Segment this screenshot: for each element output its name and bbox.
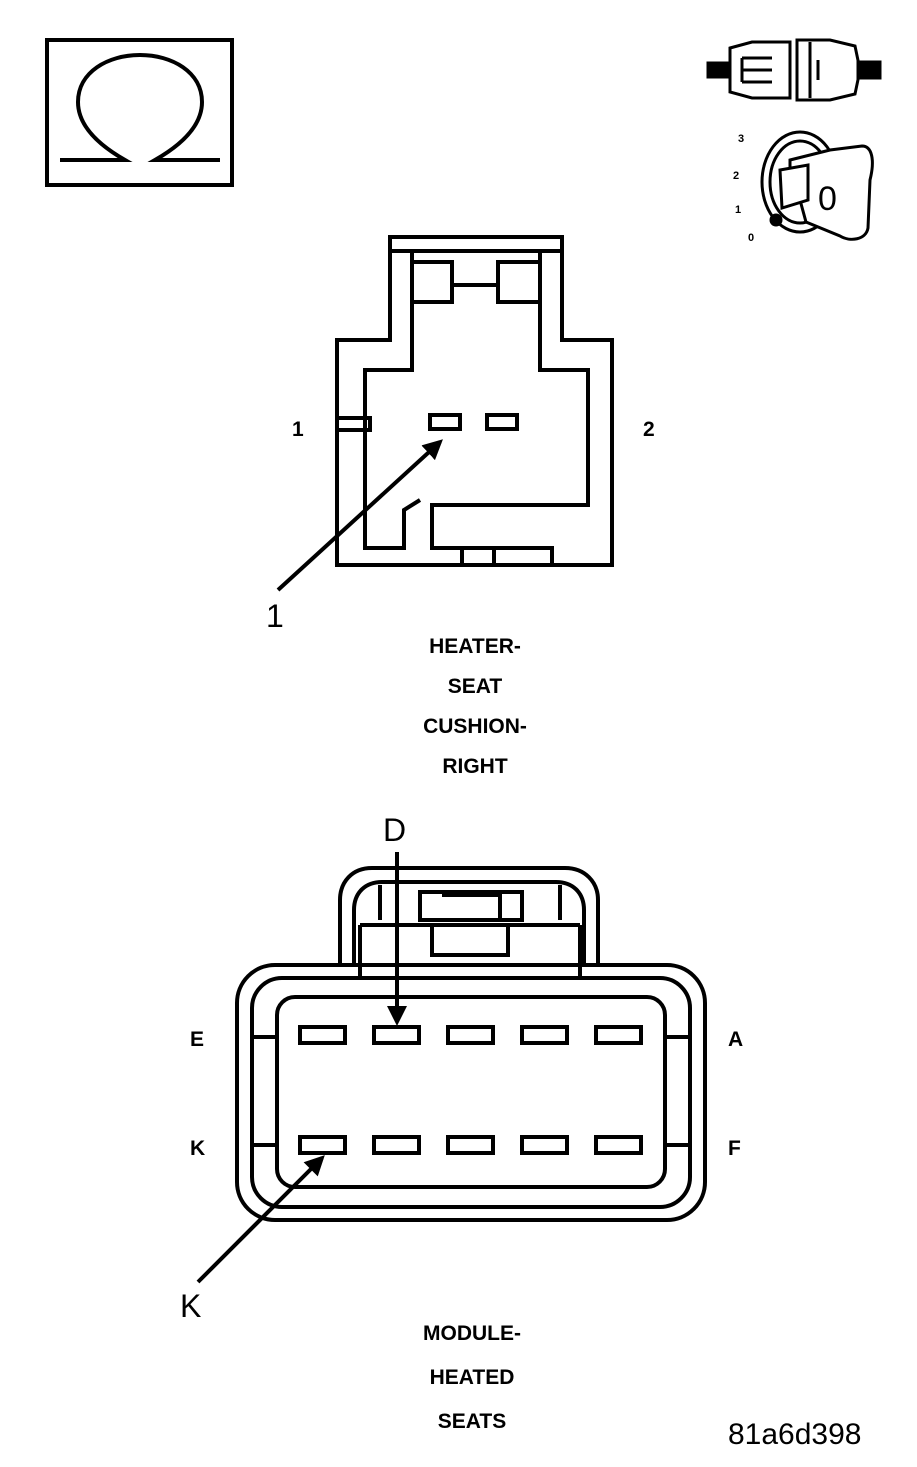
pin-label-k: K — [190, 1137, 206, 1160]
callout-d-label: D — [383, 812, 407, 848]
caption-line: HEATED — [429, 1366, 515, 1389]
pin-k-callout-arrow — [196, 1155, 325, 1284]
figure-id: 81a6d398 — [728, 1418, 862, 1451]
module-heated-seats-connector — [235, 866, 707, 1222]
pin-label-2: 2 — [643, 418, 655, 441]
caption-line: RIGHT — [442, 755, 508, 778]
caption-line: HEATER- — [429, 635, 521, 658]
caption-line: CUSHION- — [423, 715, 527, 738]
ohm-icon — [45, 38, 234, 187]
pin-label-a: A — [728, 1028, 744, 1051]
callout-k-label: K — [180, 1288, 202, 1324]
connector-plug-icon — [706, 38, 882, 102]
heater-seat-connector — [335, 235, 614, 567]
heater-seat-caption: HEATER- SEAT CUSHION- RIGHT — [355, 627, 595, 787]
pin-1-callout-arrow — [276, 439, 443, 592]
key-label: 0 — [818, 180, 837, 218]
callout-1-label: 1 — [266, 598, 284, 634]
pin-label-1: 1 — [292, 418, 304, 441]
key-position-2: 2 — [733, 170, 740, 182]
pin-label-e: E — [190, 1028, 205, 1051]
key-position-1: 1 — [735, 204, 742, 216]
pin-label-f: F — [728, 1137, 741, 1160]
caption-line: MODULE- — [423, 1322, 521, 1345]
caption-line: SEAT — [447, 675, 503, 698]
module-caption: MODULE- HEATED SEATS — [352, 1312, 592, 1444]
key-position-3: 3 — [738, 133, 745, 145]
ignition-key-icon — [760, 130, 874, 241]
caption-line: SEATS — [437, 1410, 507, 1433]
key-position-0: 0 — [748, 232, 755, 244]
